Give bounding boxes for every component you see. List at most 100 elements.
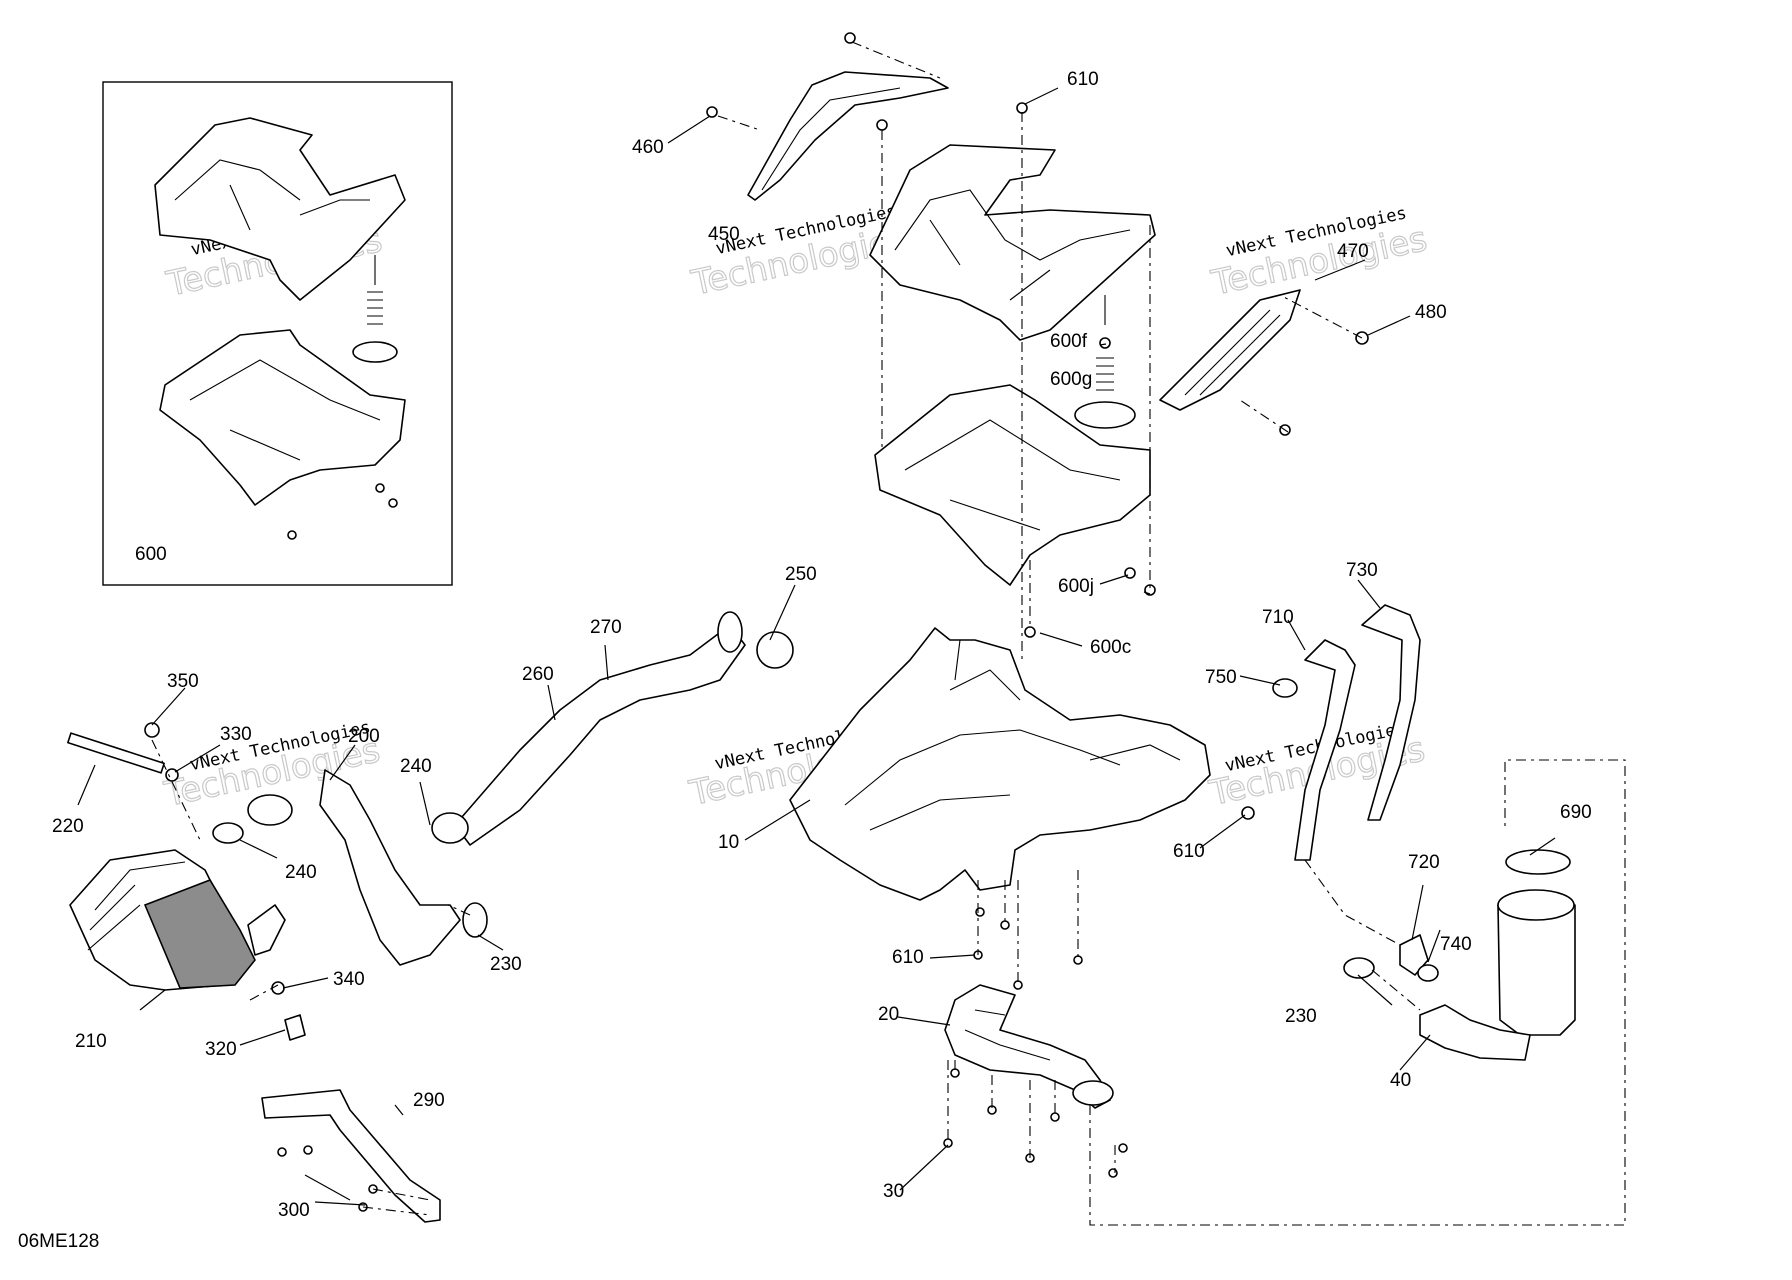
duct-20-detail <box>964 1009 1051 1061</box>
callout-240: 240 <box>285 862 317 883</box>
inset-screw <box>287 530 297 540</box>
callout-350: 350 <box>167 671 199 692</box>
duct-270-end <box>717 611 743 653</box>
callout-230-left: 230 <box>490 954 522 975</box>
callout-750: 750 <box>1205 667 1237 688</box>
callout-260: 260 <box>522 664 554 685</box>
trim-cover-450 <box>747 71 949 201</box>
hose-710 <box>1294 639 1356 861</box>
duct-20-outlet <box>1072 1080 1114 1106</box>
upper-housing-detail <box>894 189 1131 301</box>
inset-washer <box>352 341 398 363</box>
callout-20: 20 <box>878 1004 899 1025</box>
top-cover-assembly <box>706 32 1369 660</box>
assembly-lines-top <box>717 41 1363 660</box>
screw-airbox <box>1000 920 1010 930</box>
callout-600g: 600g <box>1050 369 1092 390</box>
nut-610 <box>1241 806 1255 820</box>
screw-airbox <box>1013 980 1023 990</box>
inset-upper-housing <box>154 117 406 301</box>
callout-40: 40 <box>1390 1070 1411 1091</box>
screw-airbox <box>1073 955 1083 965</box>
nut-320 <box>284 1014 306 1041</box>
assembly-lines-left <box>151 739 471 1216</box>
intercooler-outlet <box>247 904 286 956</box>
clamp-230-left <box>462 902 488 938</box>
callout-10: 10 <box>718 832 739 853</box>
clamp-250 <box>756 631 794 669</box>
bolt-350 <box>144 722 160 738</box>
inset-label: 600 <box>135 544 167 565</box>
grommet-340 <box>271 981 285 995</box>
callout-720: 720 <box>1408 852 1440 873</box>
assembly-lines-right <box>1304 859 1421 1011</box>
inset-spring <box>367 291 383 325</box>
clamp-240-right <box>431 812 469 844</box>
screw-airbox <box>975 907 985 917</box>
lower-frame-detail <box>904 419 1121 531</box>
callout-330: 330 <box>220 724 252 745</box>
callout-300: 300 <box>278 1200 310 1221</box>
hose-730 <box>1361 604 1421 821</box>
duct-200 <box>319 769 461 966</box>
callout-210: 210 <box>75 1031 107 1052</box>
screw-600j <box>1124 567 1136 579</box>
callout-30: 30 <box>883 1181 904 1202</box>
callout-240-top: 240 <box>400 756 432 777</box>
screw-30 <box>1118 1143 1128 1153</box>
screw-300 <box>303 1145 313 1155</box>
spring-600g <box>1096 357 1114 391</box>
watermark-group: Technologies vNext Technologies Technolo… <box>160 201 1431 815</box>
callout-320: 320 <box>205 1039 237 1060</box>
callout-250: 250 <box>785 564 817 585</box>
callout-730: 730 <box>1346 560 1378 581</box>
screw-460 <box>706 106 718 118</box>
air-box-assembly <box>789 627 1255 990</box>
callout-480: 480 <box>1415 302 1447 323</box>
inset-lower-frame <box>159 329 406 506</box>
grommet-600g <box>1074 401 1136 429</box>
callout-460: 460 <box>632 137 664 158</box>
screw-left <box>876 119 888 131</box>
callout-340: 340 <box>333 969 365 990</box>
clamp-230-right <box>1343 957 1375 979</box>
callout-610-mid: 610 <box>1173 841 1205 862</box>
inset-frame <box>102 81 453 586</box>
trim-detail <box>761 87 901 191</box>
callout-600c: 600c <box>1090 637 1131 658</box>
callout-labels: 460 450 610 470 480 600f 600g 600j 600c … <box>52 69 1592 1221</box>
callout-600f: 600f <box>1050 331 1088 352</box>
screw-30 <box>1108 1168 1118 1178</box>
callout-470: 470 <box>1337 241 1369 262</box>
callout-690: 690 <box>1560 802 1592 823</box>
inset-screw <box>388 498 398 508</box>
air-box-10 <box>789 627 1211 901</box>
lower-frame <box>874 384 1151 586</box>
screw-30 <box>1050 1112 1060 1122</box>
callout-710: 710 <box>1262 607 1294 628</box>
air-box-detail <box>844 639 1181 831</box>
upper-housing <box>869 144 1156 341</box>
duct-260-270 <box>454 624 746 846</box>
trim-470-detail <box>1184 309 1281 396</box>
callout-610-low: 610 <box>892 947 924 968</box>
watermark-3: Technologies vNext Technologies <box>1207 203 1431 304</box>
coupler-240 <box>247 794 293 826</box>
callout-270: 270 <box>590 617 622 638</box>
callout-290: 290 <box>413 1090 445 1111</box>
inset-assembly-600: 600 <box>102 81 453 586</box>
duct-assembly <box>943 759 1626 1226</box>
leader-lines <box>77 87 1556 1206</box>
screw-30 <box>950 1068 960 1078</box>
callout-740: 740 <box>1440 934 1472 955</box>
screw-top <box>844 32 856 44</box>
callout-610-top: 610 <box>1067 69 1099 90</box>
intercooler-core <box>143 879 256 989</box>
callout-450: 450 <box>708 224 740 245</box>
callout-200: 200 <box>348 726 380 747</box>
clamp-690 <box>1505 849 1571 875</box>
callout-230-right: 230 <box>1285 1006 1317 1027</box>
clamp-740 <box>1417 964 1439 982</box>
washer-600f <box>1099 337 1111 349</box>
